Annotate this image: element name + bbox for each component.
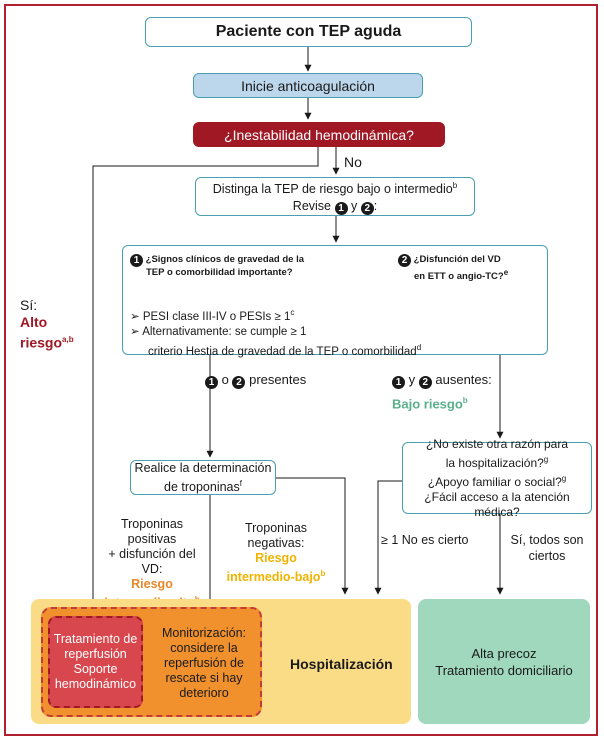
marker-two-icon: 2: [398, 254, 411, 267]
reperfusion-box: Tratamiento de reperfusión Soporte hemod…: [48, 616, 143, 708]
no-label: No: [344, 154, 362, 170]
bullet-arrow-icon: ➢: [130, 325, 140, 338]
title-box: Paciente con TEP aguda: [145, 17, 472, 47]
hospitalization-label: Hospitalización: [290, 656, 393, 672]
discharge-box: Alta precoz Tratamiento domiciliario: [418, 599, 590, 724]
high-risk-label: Sí: Alto riesgoa,b: [20, 297, 74, 351]
troponin-negative-label: Troponinas negativas: Riesgo intermedio-…: [226, 521, 326, 585]
monitoring-box: Monitorización: considere la reperfusión…: [161, 625, 247, 700]
instability-box: ¿Inestabilidad hemodinámica?: [193, 122, 445, 147]
anticoagulation-box: Inicie anticoagulación: [193, 73, 423, 98]
marker-two-icon: 2: [360, 201, 374, 215]
marker-two-icon: 2: [418, 376, 432, 389]
marker-one-icon: 1: [205, 376, 218, 389]
all-true-label: Sí, todos son ciertos: [510, 533, 584, 563]
marker-one-icon: 1: [130, 254, 143, 267]
troponin-positive-label: Troponinas positivas + disfunción del VD…: [104, 517, 199, 610]
troponin-box: Realice la determinación de troponinasf: [130, 460, 276, 495]
distinguish-box: Distinga la TEP de riesgo bajo o interme…: [195, 177, 475, 216]
absent-label: 1 y 2 ausentes: Bajo riesgob: [392, 372, 492, 412]
marker-two-icon: 2: [232, 376, 246, 389]
not-true-label: ≥ 1 No es cierto: [381, 533, 469, 547]
hospitalization-questions-box: ¿No existe otra razón para la hospitaliz…: [402, 437, 592, 519]
criteria-box: 1 ¿Signos clínicos de gravedad de la TEP…: [122, 245, 548, 358]
bullet-arrow-icon: ➢: [130, 310, 140, 323]
marker-one-icon: 1: [334, 201, 348, 215]
present-label: 1 o 2 presentes: [205, 372, 306, 389]
marker-one-icon: 1: [392, 376, 405, 389]
outer-frame: [4, 4, 598, 736]
